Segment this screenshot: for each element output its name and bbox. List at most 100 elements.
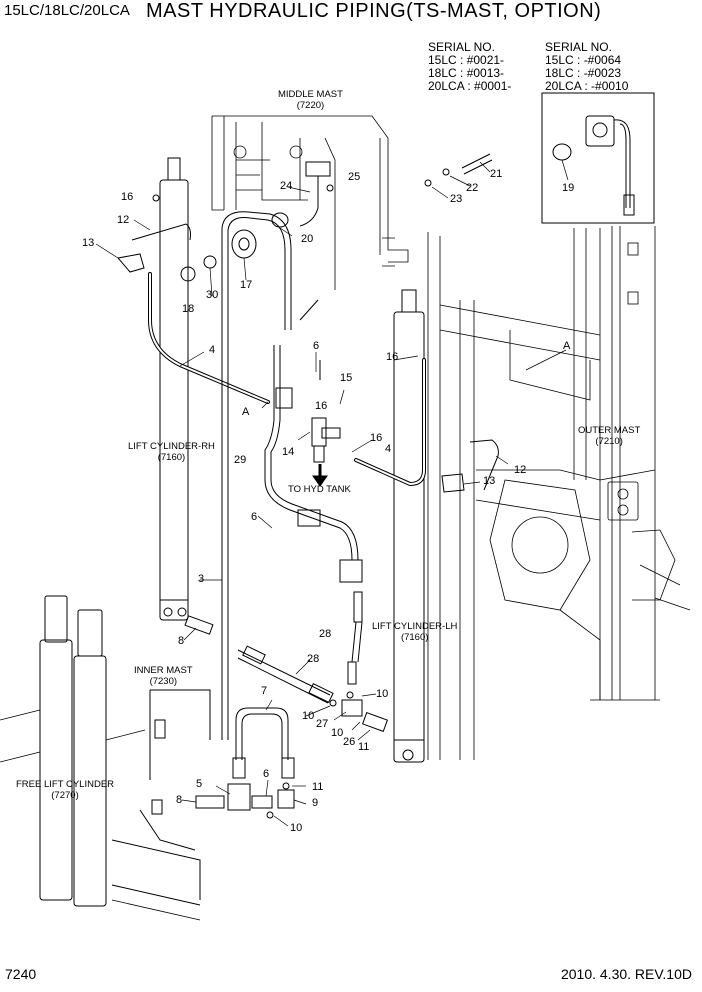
to-hyd-tank-arrow [312, 464, 328, 487]
serial-line: 15LC : #0021- [428, 53, 505, 67]
assembly-name: MIDDLE MAST [278, 89, 343, 100]
leader-lines [95, 159, 569, 827]
part-callout: 4 [385, 443, 392, 455]
outer-mast-label: OUTER MAST (7210) [578, 425, 640, 447]
assembly-name: LIFT CYLINDER-RH [128, 441, 215, 452]
part-callout: 10 [376, 688, 389, 700]
part-callout: 11 [358, 741, 370, 753]
free-lift-cylinder-label: FREE LIFT CYLINDER (7270) [16, 779, 114, 801]
to-hyd-tank-label: TO HYD TANK [288, 484, 351, 495]
page-number: 7240 [5, 966, 37, 982]
serial-heading: SERIAL NO. [428, 40, 495, 54]
serial-line: 20LCA : #0001- [428, 79, 512, 93]
part-callout: 19 [562, 182, 575, 194]
part-callout: 13 [483, 475, 496, 487]
part-callout: 6 [313, 340, 320, 352]
inset-parts [552, 115, 635, 216]
part-callout: 29 [234, 454, 247, 466]
assembly-code: (7270) [51, 790, 79, 801]
page-title: MAST HYDRAULIC PIPING(TS-MAST, OPTION) [146, 0, 602, 22]
serial-block-right: SERIAL NO. 15LC : -#0064 18LC : -#0023 2… [545, 41, 628, 93]
assembly-code: (7160) [157, 452, 186, 463]
part-callout: 16 [121, 191, 134, 203]
part-callout: 28 [307, 653, 320, 665]
part-callout: 26 [343, 736, 356, 748]
revision-date: 2010. 4.30. REV.10D [560, 966, 692, 982]
model-list: 15LC/18LC/20LCA [4, 2, 130, 19]
part-callout: 30 [206, 289, 219, 301]
bottom-fittings [184, 615, 389, 819]
lower-frame [0, 709, 201, 921]
assembly-name: OUTER MAST [578, 425, 641, 436]
part-callout: 12 [117, 214, 130, 226]
outer-mast-frame [427, 226, 691, 760]
part-callout: 21 [490, 168, 503, 180]
hose-4-left [148, 272, 270, 404]
assembly-name: LIFT CYLINDER-LH [372, 621, 458, 632]
part-callout: 12 [514, 464, 527, 476]
part-callout: 27 [316, 718, 329, 730]
inner-mast-label: INNER MAST (7230) [134, 665, 193, 687]
part-callout: 28 [319, 628, 332, 640]
part-callout: 4 [209, 344, 216, 356]
part-callout: 8 [176, 794, 183, 806]
part-callout: 18 [182, 303, 195, 315]
tee-fitting-14 [311, 417, 341, 463]
middle-mast-frame [211, 115, 409, 290]
bracket-top [275, 387, 293, 409]
top-small-parts [152, 153, 493, 380]
part-callout: 6 [251, 511, 258, 523]
part-callout: 6 [263, 768, 270, 780]
part-callout: 22 [466, 182, 479, 194]
serial-line: 20LCA : -#0010 [545, 79, 629, 93]
assembly-code: (7210) [595, 436, 623, 447]
assembly-name: INNER MAST [134, 665, 193, 676]
part-callout: 23 [450, 193, 463, 205]
serial-line: 18LC : -#0023 [545, 66, 622, 80]
part-callout: 9 [312, 797, 319, 809]
tube-3 [221, 211, 292, 740]
free-lift-cylinders [39, 595, 211, 907]
part-callout: 24 [280, 180, 293, 192]
hose-4-right [354, 358, 426, 487]
assembly-name: FREE LIFT CYLINDER [16, 779, 115, 790]
hose-28-vertical [347, 591, 363, 685]
part-callout: 16 [315, 400, 328, 412]
section-mark-a: A [563, 340, 571, 352]
hose-28-diagonal [237, 645, 334, 704]
middle-mast-label: MIDDLE MAST (7220) [278, 89, 343, 111]
lift-cylinder-rh-body [159, 157, 189, 621]
clamp-13-right [441, 439, 499, 493]
hose-7 [232, 707, 295, 779]
assembly-code: (7160) [400, 632, 429, 643]
part-callout: 10 [302, 710, 315, 722]
bracket-mid [297, 509, 321, 527]
part-callout: 10 [290, 822, 303, 834]
section-mark-a: A [242, 406, 250, 418]
lift-cylinder-rh-label: LIFT CYLINDER-RH (7160) [128, 441, 215, 463]
part-callout: 7 [261, 685, 268, 697]
part-callout: 10 [331, 727, 344, 739]
inset-box [541, 92, 655, 224]
part-callout: 14 [282, 446, 295, 458]
assembly-code: (7230) [149, 676, 178, 687]
part-callout: 8 [178, 635, 185, 647]
bracket-low [339, 559, 363, 583]
serial-block-left: SERIAL NO. 15LC : #0021- 18LC : #0013- 2… [428, 41, 511, 93]
serial-line: 18LC : #0013- [428, 66, 505, 80]
part-callout: 15 [340, 372, 353, 384]
lift-cylinder-lh-body [393, 289, 425, 763]
part-callout: 16 [370, 432, 383, 444]
serial-line: 15LC : -#0064 [545, 53, 622, 67]
tube-29 [264, 345, 359, 561]
part-callout: 13 [82, 237, 95, 249]
serial-heading: SERIAL NO. [545, 40, 612, 54]
assembly-code: (7220) [296, 100, 325, 111]
part-callout: 16 [386, 351, 399, 363]
part-callout: 11 [312, 781, 324, 793]
part-callout: 5 [196, 778, 203, 790]
part-callout: 17 [240, 279, 253, 291]
part-callout: 3 [198, 573, 205, 585]
clamp-13-left [117, 223, 191, 273]
